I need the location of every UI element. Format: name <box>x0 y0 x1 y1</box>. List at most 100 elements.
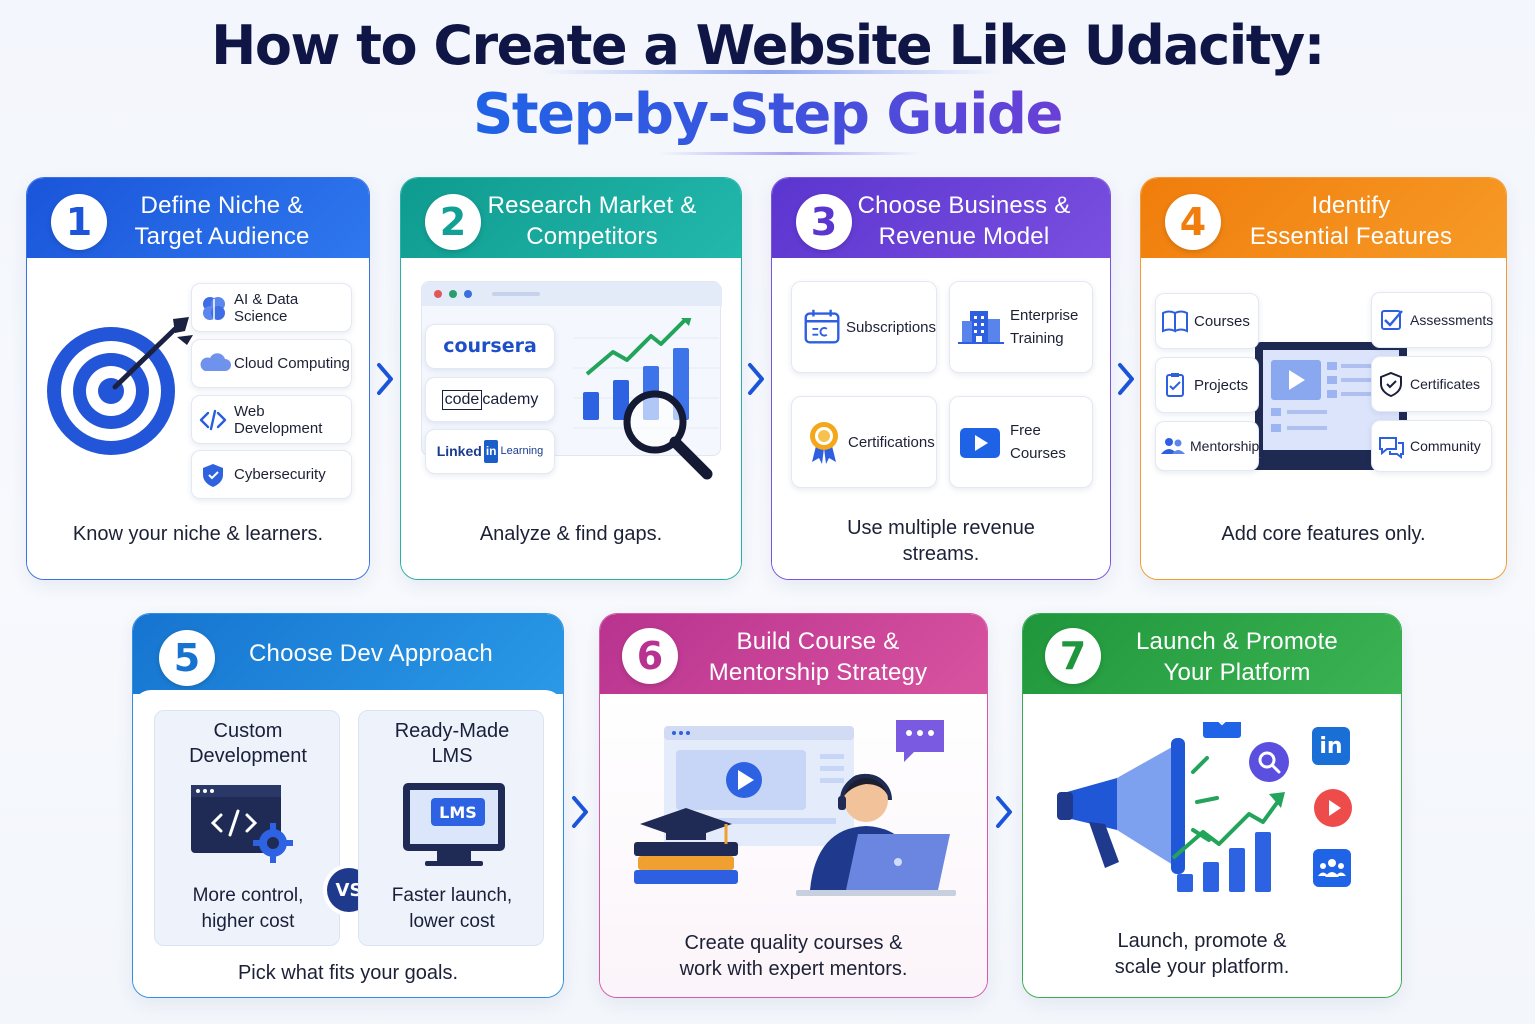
monitor-icon <box>403 783 505 866</box>
step-5-title: Choose Dev Approach <box>249 640 493 667</box>
option-custom-title: Custom Development <box>189 720 307 767</box>
window-dot <box>434 290 442 298</box>
step-6-number: 6 <box>622 628 678 684</box>
step-4-body: Courses Projects Mentorship Assessments … <box>1141 258 1506 579</box>
step-4-caption: Add core features only. <box>1221 523 1426 545</box>
coursera-logo: coursera <box>425 324 555 369</box>
step-2-title: Research Market & Competitors <box>487 192 697 250</box>
browser-bar <box>422 282 722 306</box>
niche-item-cloud: Cloud Computing <box>191 339 352 388</box>
play-icon <box>960 428 1000 458</box>
step-5-number: 5 <box>159 630 215 686</box>
step-7-body: in Launch, promote & scale your platform… <box>1023 694 1401 997</box>
step-2-caption: Analyze & find gaps. <box>479 523 663 545</box>
step-2-card: 2 Research Market & Competitors coursera… <box>400 177 742 580</box>
linkedin-learning-logo: Linked in Learning <box>425 429 555 474</box>
step-1-title: Define Niche & Target Audience <box>134 192 310 250</box>
award-icon <box>810 422 838 464</box>
step-6-title: Build Course & Mentorship Strategy <box>708 628 928 686</box>
niche-item-label: AI & Data Science <box>234 290 299 325</box>
cloud-icon <box>200 352 231 371</box>
step-1-header: 1 Define Niche & Target Audience <box>27 178 369 258</box>
chevron-right-icon <box>572 796 588 828</box>
lms-badge: LMS <box>431 798 485 826</box>
window-dot <box>464 290 472 298</box>
step-6-header: 6 Build Course & Mentorship Strategy <box>600 614 987 694</box>
niche-item-webdev: Web Development <box>191 395 352 444</box>
chevron-right-icon <box>996 796 1012 828</box>
feature-courses: Courses <box>1155 293 1259 349</box>
feature-mentorship: Mentorship <box>1155 421 1259 471</box>
chevron-right-icon <box>748 363 764 395</box>
shield-icon <box>203 463 223 487</box>
target-icon <box>47 317 193 455</box>
step-3-header: 3 Choose Business & Revenue Model <box>772 178 1110 258</box>
step-4-card: 4 Identify Essential Features Courses Pr… <box>1140 177 1507 580</box>
step-5-body: Custom Development More control, higher … <box>133 690 563 997</box>
feature-certificates: Certificates <box>1371 356 1492 412</box>
option-lms-title: Ready-Made LMS <box>394 720 510 767</box>
niche-item-label: Cloud Computing <box>234 355 350 372</box>
step-5-header: 5 Choose Dev Approach <box>133 614 563 694</box>
step-4-number: 4 <box>1165 194 1221 250</box>
feature-community: Community <box>1371 420 1492 472</box>
brain-icon <box>203 296 225 320</box>
option-custom-note: More control, higher cost <box>192 885 304 932</box>
step-5-card: 5 Choose Dev Approach Custom Development… <box>132 613 564 998</box>
revenue-free-courses: Free Courses <box>949 396 1093 488</box>
step-7-header: 7 Launch & Promote Your Platform <box>1023 614 1401 694</box>
step-6-body: Create quality courses & work with exper… <box>600 694 987 997</box>
step-7-number: 7 <box>1045 628 1101 684</box>
step-3-caption: Use multiple revenue streams. <box>847 517 1035 565</box>
step-7-title: Launch & Promote Your Platform <box>1136 628 1338 686</box>
building-icon <box>958 311 1004 344</box>
checkbox-icon <box>1381 310 1403 330</box>
option-lms-note: Faster launch, lower cost <box>391 885 513 932</box>
step-3-body: Subscriptions Enterprise Training Certif… <box>772 258 1110 579</box>
step-6-card: 6 Build Course & Mentorship Strategy <box>599 613 988 998</box>
step-7-card: 7 Launch & Promote Your Platform <box>1022 613 1402 998</box>
marketing-illustration <box>1057 722 1289 892</box>
step-3-title: Choose Business & Revenue Model <box>857 192 1071 250</box>
chevron-right-icon <box>1118 363 1134 395</box>
window-dot <box>449 290 457 298</box>
people-icon <box>1161 438 1185 454</box>
niche-item-cyber: Cybersecurity <box>191 450 352 499</box>
calendar-icon <box>804 309 840 344</box>
growth-chart-icon <box>573 318 719 480</box>
title-underline <box>540 70 1000 74</box>
step-1-card: 1 Define Niche & Target Audience AI & Da… <box>26 177 370 580</box>
step-4-header: 4 Identify Essential Features <box>1141 178 1506 258</box>
subtitle-underline <box>660 152 920 155</box>
linkedin-icon: in <box>1312 727 1350 765</box>
step-1-caption: Know your niche & learners. <box>72 523 324 545</box>
option-custom-dev: Custom Development More control, higher … <box>154 710 340 946</box>
niche-item-ai: AI & Data Science <box>191 283 352 332</box>
step-5-caption: Pick what fits your goals. <box>237 962 459 984</box>
revenue-enterprise: Enterprise Training <box>949 281 1093 373</box>
code-window-icon <box>191 785 293 863</box>
step-6-caption: Create quality courses & work with exper… <box>679 932 908 980</box>
mentorship-illustration <box>634 720 956 896</box>
niche-item-label: Web Development <box>234 402 323 437</box>
revenue-subscriptions: Subscriptions <box>791 281 937 373</box>
step-2-header: 2 Research Market & Competitors <box>401 178 741 258</box>
step-1-body: AI & Data Science Cloud Computing Web De… <box>27 258 369 579</box>
step-1-number: 1 <box>51 194 107 250</box>
code-icon <box>199 409 227 430</box>
revenue-certifications: Certifications <box>791 396 937 488</box>
page-title: How to Create a Website Like Udacity: <box>211 14 1325 77</box>
youtube-icon <box>1314 789 1352 827</box>
option-ready-lms: Ready-Made LMS LMS Faster launch, lower … <box>358 710 544 946</box>
feature-assessments: Assessments <box>1371 292 1493 348</box>
feature-projects: Projects <box>1155 357 1259 413</box>
address-bar <box>492 292 540 296</box>
step-4-title: Identify Essential Features <box>1249 192 1453 250</box>
shield-check-icon <box>1380 371 1402 398</box>
niche-item-label: Cybersecurity <box>234 466 326 483</box>
chat-icon <box>1379 437 1404 459</box>
step-3-number: 3 <box>796 194 852 250</box>
book-icon <box>1162 310 1188 333</box>
